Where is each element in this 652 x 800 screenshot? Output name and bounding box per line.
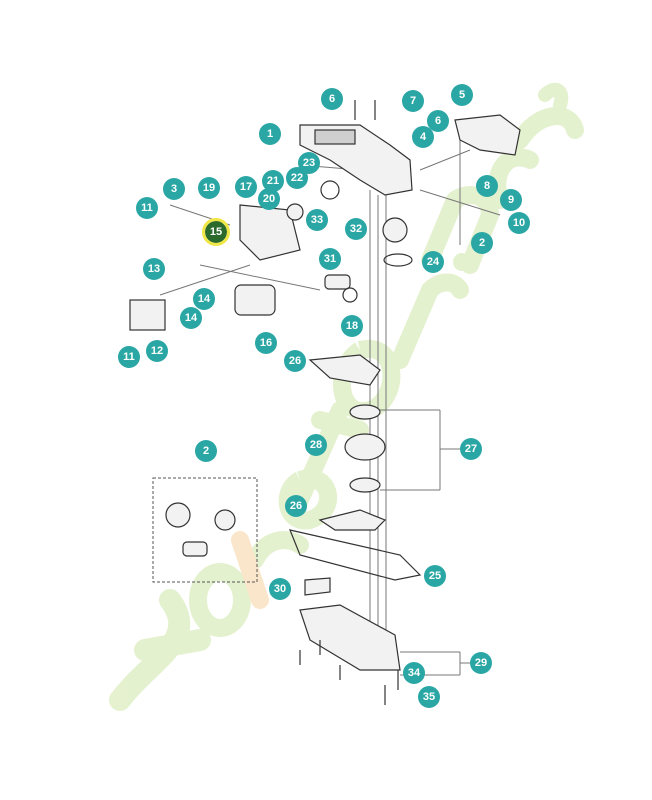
part-callout-12[interactable]: 12 — [146, 340, 168, 362]
part-callout-18[interactable]: 18 — [341, 315, 363, 337]
part-callout-17[interactable]: 17 — [235, 176, 257, 198]
part-callout-11[interactable]: 11 — [136, 197, 158, 219]
part-callout-2[interactable]: 2 — [195, 440, 217, 462]
part-callout-13[interactable]: 13 — [143, 258, 165, 280]
part-callout-26[interactable]: 26 — [285, 495, 307, 517]
part-callout-10[interactable]: 10 — [508, 212, 530, 234]
part-callout-31[interactable]: 31 — [319, 248, 341, 270]
part-callout-27[interactable]: 27 — [460, 438, 482, 460]
part-callout-29[interactable]: 29 — [470, 652, 492, 674]
part-callout-9[interactable]: 9 — [500, 189, 522, 211]
part-callout-26[interactable]: 26 — [284, 350, 306, 372]
part-callout-21[interactable]: 21 — [262, 170, 284, 192]
part-callout-33[interactable]: 33 — [306, 209, 328, 231]
part-callout-7[interactable]: 7 — [402, 90, 424, 112]
part-callout-11[interactable]: 11 — [118, 346, 140, 368]
part-callout-30[interactable]: 30 — [269, 578, 291, 600]
part-callout-3[interactable]: 3 — [163, 178, 185, 200]
part-callout-1[interactable]: 1 — [259, 123, 281, 145]
part-callout-14[interactable]: 14 — [180, 307, 202, 329]
part-callout-34[interactable]: 34 — [403, 662, 425, 684]
parts-drawings — [129, 100, 521, 705]
part-callout-35[interactable]: 35 — [418, 686, 440, 708]
part-callout-15[interactable]: 15 — [202, 218, 230, 246]
part-callout-25[interactable]: 25 — [424, 565, 446, 587]
dashed-box-part-2 — [152, 477, 258, 583]
part-callout-5[interactable]: 5 — [451, 84, 473, 106]
part-callout-14[interactable]: 14 — [193, 288, 215, 310]
part-callout-2[interactable]: 2 — [471, 232, 493, 254]
part-callout-24[interactable]: 24 — [422, 251, 444, 273]
assembly-lines — [159, 140, 501, 676]
part-callout-19[interactable]: 19 — [198, 177, 220, 199]
part-callout-20[interactable]: 20 — [258, 188, 280, 210]
part-callout-6[interactable]: 6 — [321, 88, 343, 110]
part-callout-22[interactable]: 22 — [286, 167, 308, 189]
part-callout-4[interactable]: 4 — [412, 126, 434, 148]
part-callout-16[interactable]: 16 — [255, 332, 277, 354]
part-callout-6[interactable]: 6 — [427, 110, 449, 132]
part-callout-8[interactable]: 8 — [476, 175, 498, 197]
part-callout-28[interactable]: 28 — [305, 434, 327, 456]
part-callout-32[interactable]: 32 — [345, 218, 367, 240]
